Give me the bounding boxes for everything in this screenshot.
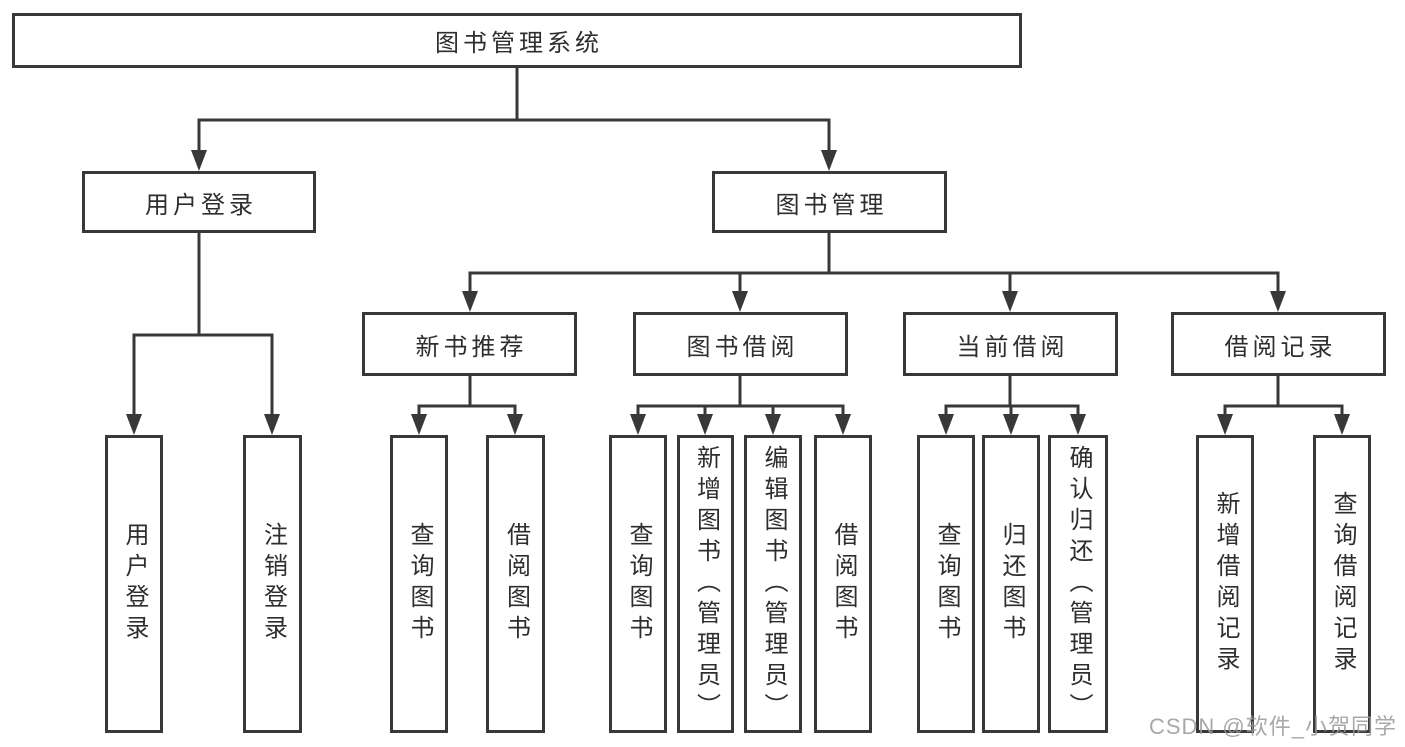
leaf-return-book: 归还图书 (982, 435, 1040, 733)
leaf-borrow-book-1: 借阅图书 (486, 435, 545, 733)
node-user-login: 用户登录 (82, 171, 316, 233)
leaf-edit-book-admin: 编辑图书（管理员） (744, 435, 802, 733)
arrowheads (126, 150, 1350, 435)
leaf-query-borrow-record: 查询借阅记录 (1313, 435, 1371, 733)
leaf-add-borrow-record: 新增借阅记录 (1196, 435, 1254, 733)
leaf-confirm-return-admin: 确认归还（管理员） (1048, 435, 1108, 733)
leaf-add-book-admin: 新增图书（管理员） (677, 435, 734, 733)
node-book-borrow: 图书借阅 (633, 312, 848, 376)
node-book-management: 图书管理 (712, 171, 947, 233)
leaf-query-book-3: 查询图书 (917, 435, 975, 733)
node-new-book-recommend: 新书推荐 (362, 312, 577, 376)
node-root: 图书管理系统 (12, 13, 1022, 68)
leaf-borrow-book-2: 借阅图书 (814, 435, 872, 733)
leaf-logout: 注销登录 (243, 435, 302, 733)
node-current-borrow: 当前借阅 (903, 312, 1118, 376)
csdn-watermark: CSDN @软件_小贺同学 (1148, 714, 1397, 739)
leaf-query-book-2: 查询图书 (609, 435, 667, 733)
leaf-user-login: 用户登录 (105, 435, 163, 733)
leaf-query-book-1: 查询图书 (390, 435, 448, 733)
node-borrow-record: 借阅记录 (1171, 312, 1386, 376)
